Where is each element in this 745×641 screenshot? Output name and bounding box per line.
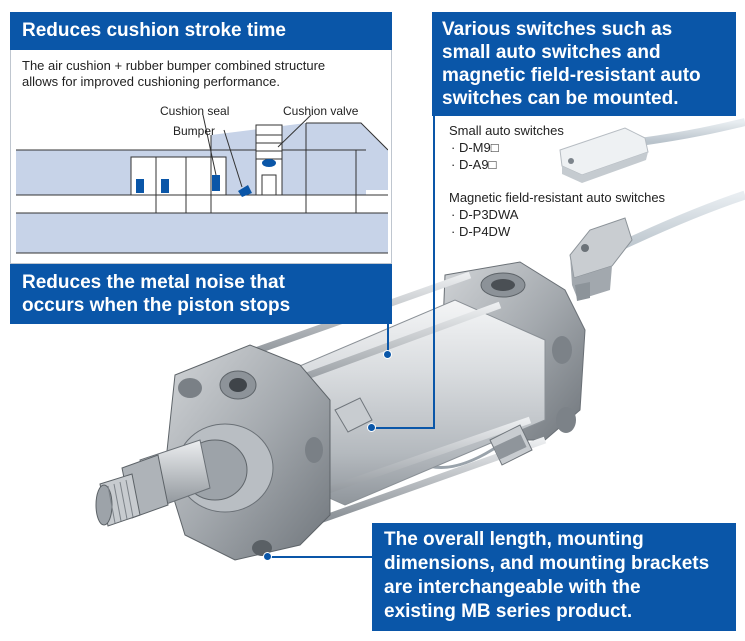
label-bumper: Bumper <box>173 124 216 138</box>
magnetic-switch-item-2: · D-P4DW <box>451 224 511 239</box>
interchange-title-1: The overall length, mounting <box>384 529 644 550</box>
head-cover <box>164 344 331 561</box>
connector-switch-h <box>373 427 435 429</box>
cushion-panel <box>10 50 392 264</box>
small-switch-list: Small auto switches · D-M9□ · D-A9□ <box>449 122 564 173</box>
cushion-desc-line-1: The air cushion + rubber bumper combined… <box>22 58 326 73</box>
small-switch-item-2: · D-A9□ <box>451 157 497 172</box>
cushion-cross-section-diagram <box>16 114 388 254</box>
interchange-title-4: existing MB series product. <box>384 601 633 622</box>
switches-title-3: magnetic field-resistant auto <box>442 65 701 86</box>
label-cushion-seal: Cushion seal <box>160 104 230 118</box>
piston-rod <box>95 439 211 527</box>
connector-interchange-h <box>268 556 372 558</box>
switches-title-4: switches can be mounted. <box>442 88 679 109</box>
connector-switch-dot <box>367 423 376 432</box>
interchange-title-2: dimensions, and mounting brackets <box>384 553 710 574</box>
noise-title-2: occurs when the piston stops <box>22 295 291 316</box>
magnetic-switch-list: Magnetic field-resistant auto switches ·… <box>449 189 665 240</box>
switches-title-2: small auto switches and <box>442 42 661 63</box>
cushion-desc-line-2: allows for improved cushioning performan… <box>22 74 280 89</box>
switches-title-1: Various switches such as <box>442 19 673 40</box>
connector-noise-dot <box>383 350 392 359</box>
magnetic-switch-image <box>569 217 633 301</box>
small-switch-heading: Small auto switches <box>449 123 564 138</box>
magnetic-switch-heading: Magnetic field-resistant auto switches <box>449 190 666 205</box>
switches-callout: Various switches such as small auto swit… <box>432 12 736 116</box>
noise-title-1: Reduces the metal noise that <box>22 272 285 293</box>
cushion-description: The air cushion + rubber bumper combined… <box>22 58 325 90</box>
small-switch-item-1: · D-M9□ <box>451 140 499 155</box>
interchange-callout: The overall length, mounting dimensions,… <box>372 523 736 631</box>
magnetic-switch-item-1: · D-P3DWA <box>451 207 519 222</box>
noise-callout: Reduces the metal noise that occurs when… <box>10 264 392 324</box>
connector-interchange-dot <box>263 552 272 561</box>
cushion-callout: Reduces cushion stroke time <box>10 12 392 50</box>
label-cushion-valve: Cushion valve <box>283 104 359 118</box>
interchange-title-3: are interchangeable with the <box>384 577 641 598</box>
small-auto-switch-image <box>559 127 649 183</box>
cushion-title: Reduces cushion stroke time <box>22 20 286 41</box>
connector-switch-v <box>433 116 435 428</box>
